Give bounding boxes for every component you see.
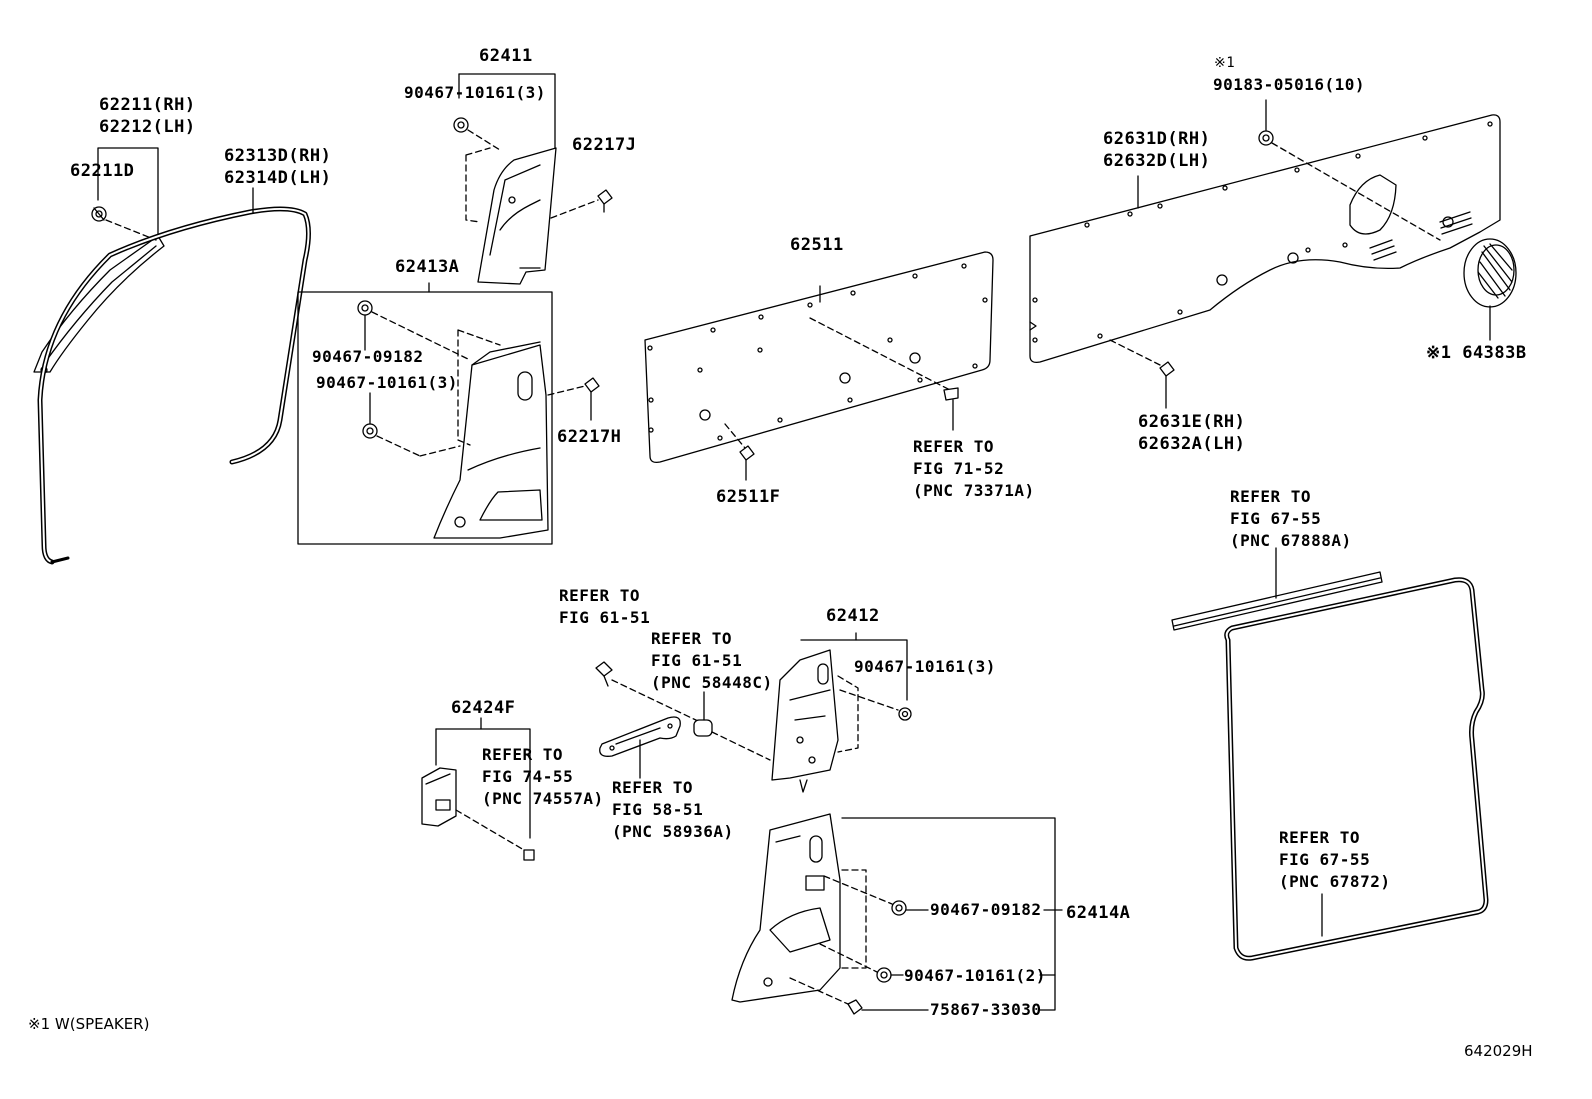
- clip-90467-top: [453, 117, 469, 133]
- bushing-58448c: [693, 719, 713, 737]
- label-62413a: 62413A: [395, 257, 460, 277]
- bracket-62211: [97, 147, 159, 239]
- label-62414a: 62414A: [1066, 903, 1131, 923]
- clip-62217j: [597, 189, 613, 213]
- clip-62631e: [1159, 361, 1175, 409]
- label-62211d: 62211D: [70, 161, 135, 181]
- label-62411: 62411: [479, 46, 533, 66]
- label-90467-09182-a: 90467-09182: [312, 347, 424, 366]
- bolt-refer-61-51: [595, 661, 613, 687]
- label-mark-1: ※1: [1214, 55, 1236, 71]
- label-62511f: 62511F: [716, 487, 781, 507]
- label-62631e: 62631E(RH) 62632A(LH): [1138, 412, 1246, 454]
- label-90467-10161-c: 90467-10161(3): [854, 657, 996, 676]
- door-seal-67872: [1224, 577, 1489, 961]
- bracket-62412: [800, 639, 908, 701]
- clip-62217h: [584, 377, 600, 421]
- label-90467-10161-a: 90467-10161(3): [404, 83, 546, 102]
- quarter-panel-62511: [644, 251, 994, 464]
- bracket-62411: [458, 73, 556, 151]
- leader-62211d: [105, 219, 157, 241]
- drawing-code: 642029H: [1464, 1042, 1533, 1060]
- upper-pillar-trim-62411: [477, 147, 557, 285]
- label-refer-74-55: REFER TO FIG 74-55 (PNC 74557A): [482, 745, 604, 808]
- clip-90467-10161-b: [362, 392, 378, 439]
- label-62424f: 62424F: [451, 698, 516, 718]
- label-62313d: 62313D(RH) 62314D(LH): [224, 146, 332, 188]
- label-refer-61-51-b: REFER TO FIG 61-51 (PNC 58448C): [651, 629, 773, 692]
- quarter-panel-62631d: [1029, 114, 1501, 364]
- label-refer-67-55-b: REFER TO FIG 67-55 (PNC 67872): [1279, 828, 1391, 891]
- label-64383b: ※1 64383B: [1426, 343, 1527, 363]
- front-pillar-garnish: [33, 235, 165, 374]
- switch-bezel-62424f: [421, 767, 457, 827]
- door-weatherstrip-62313d: [37, 206, 311, 565]
- speaker-grille-64383b: [1463, 238, 1517, 308]
- pillar-trim-62412: [771, 649, 839, 793]
- clip-90467-10161-2: [876, 967, 892, 983]
- label-refer-67-55-a: REFER TO FIG 67-55 (PNC 67888A): [1230, 487, 1352, 550]
- clip-90467-09182-a: [357, 300, 373, 351]
- lower-pillar-trim-62413a: [433, 341, 549, 539]
- label-62631d: 62631D(RH) 62632D(LH): [1103, 129, 1211, 171]
- label-62217j: 62217J: [572, 135, 637, 155]
- clip-refer-71-52: [943, 387, 959, 401]
- label-62211: 62211(RH) 62212(LH): [99, 95, 196, 137]
- label-75867-33030: 75867-33030: [930, 1000, 1042, 1019]
- clip-62511f: [739, 445, 755, 481]
- clip-75867-33030: [847, 999, 863, 1015]
- bracket-62424f: [435, 728, 531, 839]
- label-90467-10161-2: 90467-10161(2): [904, 966, 1046, 985]
- clip-90467-09182-b: [891, 900, 907, 916]
- label-90467-10161-b: 90467-10161(3): [316, 373, 458, 392]
- clip-74557a: [523, 849, 535, 861]
- box-62413a: [297, 291, 553, 545]
- lower-quarter-trim-62414a: [731, 813, 841, 1003]
- clip-90183: [1258, 130, 1274, 146]
- footnote: ※1 W(SPEAKER): [28, 1015, 150, 1033]
- label-62412: 62412: [826, 606, 880, 626]
- label-refer-61-51-a: REFER TO FIG 61-51: [559, 586, 651, 627]
- label-90183-05016: 90183-05016(10): [1213, 75, 1365, 94]
- belt-moulding-67888a: [1171, 571, 1383, 631]
- bracket-62414a: [841, 817, 1056, 1011]
- clip-62211d: [91, 206, 107, 222]
- label-62217h: 62217H: [557, 427, 622, 447]
- label-refer-58-51: REFER TO FIG 58-51 (PNC 58936A): [612, 778, 734, 841]
- bracket-58936a: [599, 716, 681, 757]
- label-refer-71-52: REFER TO FIG 71-52 (PNC 73371A): [913, 437, 1035, 500]
- clip-90467-10161-c: [898, 707, 912, 721]
- label-90467-09182-b: 90467-09182: [930, 900, 1042, 919]
- label-62511: 62511: [790, 235, 844, 255]
